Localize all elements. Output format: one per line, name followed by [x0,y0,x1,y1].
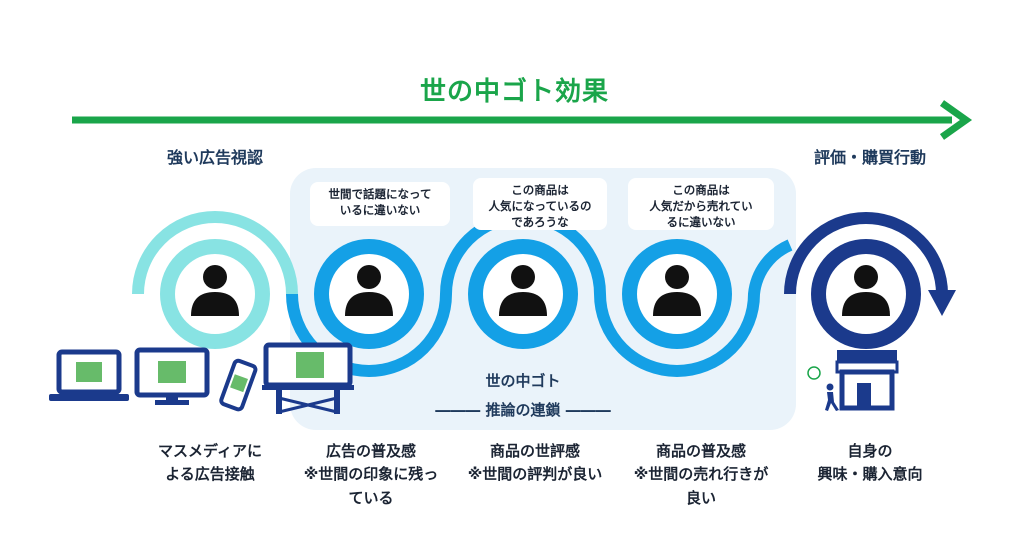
smartphone-icon [219,358,258,412]
laptop-icon [49,349,129,401]
person-icon [345,265,393,316]
store-icon [835,350,899,411]
billboard-icon [262,342,354,414]
person-icon [653,265,701,316]
top-arrow [72,100,973,140]
right-label: 評価・購買行動 [813,148,926,167]
shopping-walker-icon [807,366,839,411]
teal-arc [132,211,298,295]
step-label-3: 商品の世評感 ※世間の評判が良い [467,442,603,484]
diagram-title: 世の中ゴト効果 [419,77,609,107]
thought-bubble-3: この商品は 人気だから売れてい るに違いない [628,178,774,230]
step-label-4: 商品の普及感 ※世間の売れ行きが 良い [633,442,769,507]
chain-label: 世の中ゴト ――― 推論の連鎖 ――― [435,372,611,419]
step-label-1: マスメディアに よる広告接触 [158,442,262,484]
person-icon [842,265,890,316]
thought-bubble-1: 世間で話題になって いるに違いない [310,182,450,226]
step-label-5: 自身の 興味・購入意向 [817,442,923,484]
step-label-2: 広告の普及感 ※世間の印象に残っ ている [303,442,439,507]
person-icon [191,265,239,316]
thought-bubble-2: この商品は 人気になっているの であろうな [473,178,607,230]
left-label: 強い広告視認 [166,148,263,167]
navy-arrow [784,212,956,316]
person-icon [499,265,547,316]
monitor-icon [134,347,210,405]
